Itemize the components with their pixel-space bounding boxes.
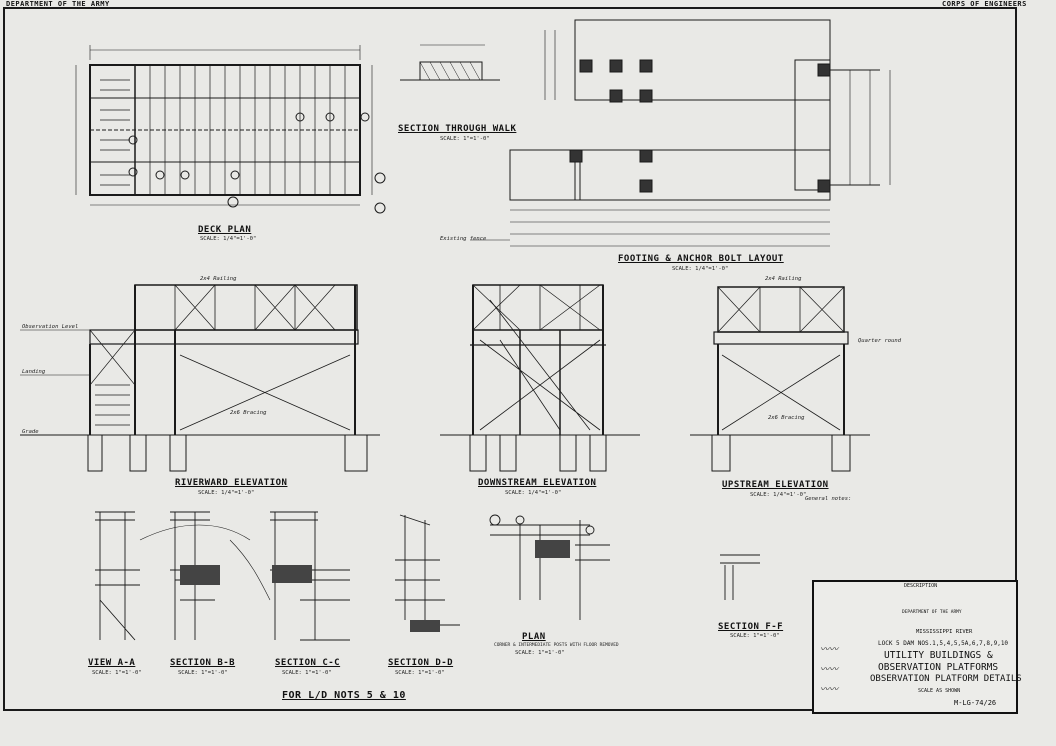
title-block-title-3: OBSERVATION PLATFORM DETAILS [870, 674, 1022, 684]
signature-3: 〰〰 [820, 685, 839, 695]
section-walk-title: SECTION THROUGH WALK [398, 124, 517, 134]
plan-title: PLAN [522, 632, 546, 642]
section-dd-scale: SCALE: 1"=1'-0" [395, 670, 445, 676]
title-block-river: MISSISSIPPI RIVER [916, 629, 973, 635]
section-ff-title: SECTION F-F [718, 622, 784, 632]
note-landing: Landing [22, 369, 46, 375]
title-block-title-1: UTILITY BUILDINGS & [884, 650, 993, 661]
footing-layout-drawing [470, 19, 891, 247]
signature-2: 〰〰 [820, 665, 839, 675]
footing-layout-title: FOOTING & ANCHOR BOLT LAYOUT [618, 254, 784, 264]
view-aa-scale: SCALE: 1"=1'-0" [92, 670, 142, 676]
title-block-scale: SCALE AS SHOWN [918, 688, 961, 694]
note-quarter-round: Quarter round [858, 338, 902, 344]
section-bb-title: SECTION B-B [170, 658, 236, 668]
section-bb-scale: SCALE: 1"=1'-0" [178, 670, 228, 676]
note-grade: Grade [22, 429, 39, 435]
note-railing-riverward: 2x4 Railing [200, 276, 237, 282]
deck-plan-title: DECK PLAN [198, 225, 252, 235]
title-block-drawing-number: M-LG-74/26 [954, 699, 997, 707]
riverward-title: RIVERWARD ELEVATION [175, 478, 288, 488]
title-block-title-2: OBSERVATION PLATFORMS [878, 662, 999, 673]
view-aa-title: VIEW A-A [88, 658, 136, 668]
section-dd-title: SECTION D-D [388, 658, 454, 668]
riverward-elevation-drawing [20, 284, 380, 472]
section-walk-drawing [400, 44, 500, 81]
section-cc-scale: SCALE: 1"=1'-0" [282, 670, 332, 676]
title-block-office: DEPARTMENT OF THE ARMY [902, 610, 962, 615]
note-observation-level: Observation Level [22, 324, 79, 330]
note-bracing-upstream: 2x6 Bracing [768, 415, 805, 421]
plan-subtitle: CORNER & INTERMEDIATE POSTS WITH FLOOR R… [494, 643, 619, 648]
footing-layout-scale: SCALE: 1/4"=1'-0" [672, 266, 729, 272]
header-corps: CORPS OF ENGINEERS [942, 0, 1027, 8]
note-railing-upstream: 2x4 Railing [765, 276, 802, 282]
header-department: DEPARTMENT OF THE ARMY [6, 0, 110, 8]
plan-scale: SCALE: 1"=1'-0" [515, 650, 565, 656]
note-bracing-riverward: 2x6 Bracing [230, 410, 267, 416]
signature-1: 〰〰 [820, 645, 839, 655]
deck-plan-drawing [75, 45, 386, 214]
upstream-title: UPSTREAM ELEVATION [722, 480, 829, 490]
section-cc-title: SECTION C-C [275, 658, 341, 668]
note-general: General notes: [805, 496, 852, 502]
lower-details-drawing [95, 511, 760, 641]
title-block-locks: LOCK 5 DAM NOS.1,5,4,5,5A,6,7,8,9,10 [878, 640, 1009, 647]
downstream-elevation-drawing [440, 284, 640, 472]
section-walk-scale: SCALE: 1"=1'-0" [440, 136, 490, 142]
note-existing-fence: Existing fence [440, 236, 487, 242]
deck-plan-scale: SCALE: 1/4"=1'-0" [200, 236, 257, 242]
upstream-elevation-drawing [690, 286, 870, 472]
upstream-scale: SCALE: 1/4"=1'-0" [750, 492, 807, 498]
riverward-scale: SCALE: 1/4"=1'-0" [198, 490, 255, 496]
downstream-title: DOWNSTREAM ELEVATION [478, 478, 597, 488]
title-block-description-header: DESCRIPTION [904, 583, 938, 589]
downstream-scale: SCALE: 1/4"=1'-0" [505, 490, 562, 496]
section-ff-scale: SCALE: 1"=1'-0" [730, 633, 780, 639]
title-block: DESCRIPTION DEPARTMENT OF THE ARMY MISSI… [812, 580, 1022, 714]
footer-lock-label: FOR L/D NOTS 5 & 10 [282, 690, 406, 701]
